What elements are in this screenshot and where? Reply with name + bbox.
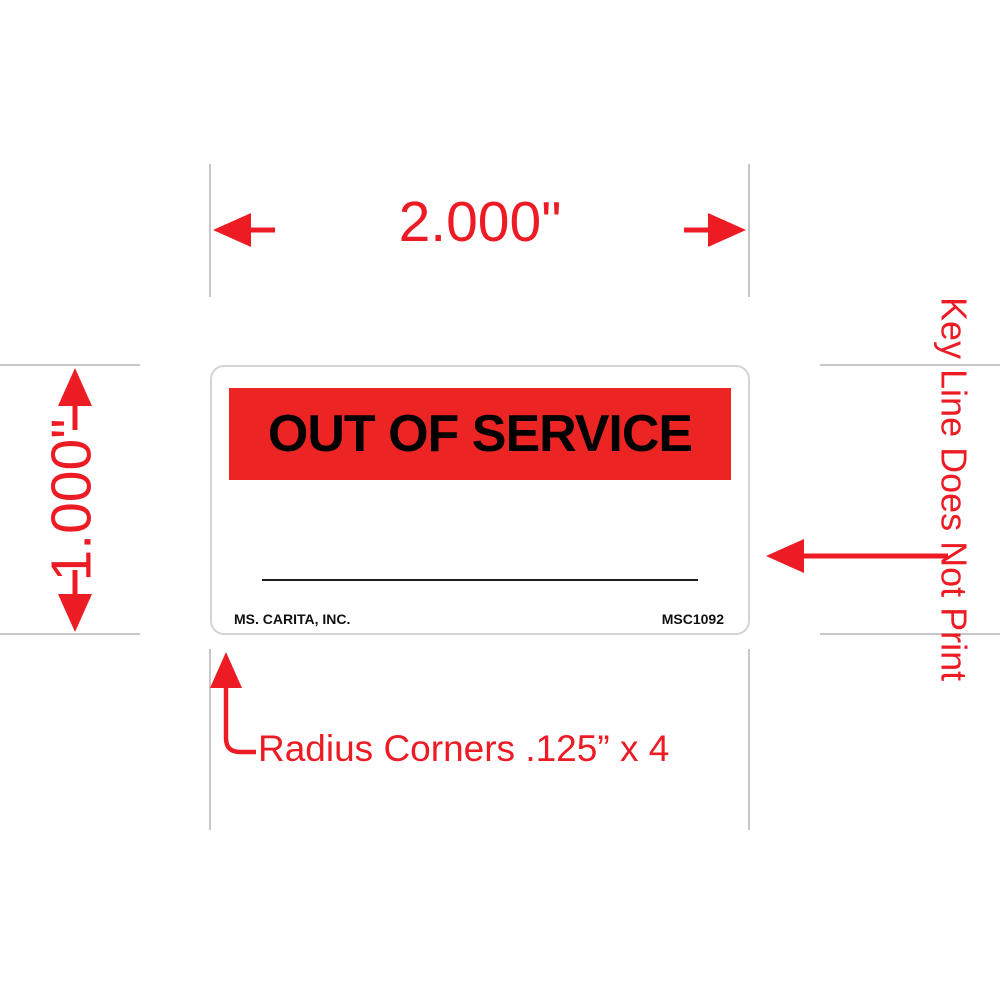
label-preview: OUT OF SERVICE MS. CARITA, INC. MSC1092 [210,365,750,635]
height-dimension-label: 1.000" [39,418,104,582]
keyline-pointer-arrow-icon [766,539,948,573]
radius-pointer-arrow-icon [210,652,256,755]
label-title: OUT OF SERVICE [267,405,693,463]
width-arrow-left-icon [213,213,275,247]
extension-line-bottom-right [748,649,750,830]
extension-line-bottom-left [209,649,211,830]
extension-line-right-upper [820,364,1000,366]
extension-line-left-lower [0,633,140,635]
radius-corners-note: Radius Corners .125” x 4 [258,728,670,769]
extension-line-right-lower [820,633,1000,635]
extension-line-top-left [209,164,211,297]
keyline-note: Key Line Does Not Print [933,297,975,682]
extension-line-top-right [748,164,750,297]
label-title-band: OUT OF SERVICE [229,388,731,480]
extension-line-left-upper [0,364,140,366]
width-arrow-right-icon [684,213,746,247]
label-part-number: MSC1092 [661,611,724,627]
width-dimension-label: 2.000" [398,190,562,254]
write-in-line [262,579,698,581]
label-company-text: MS. CARITA, INC. [234,611,351,627]
